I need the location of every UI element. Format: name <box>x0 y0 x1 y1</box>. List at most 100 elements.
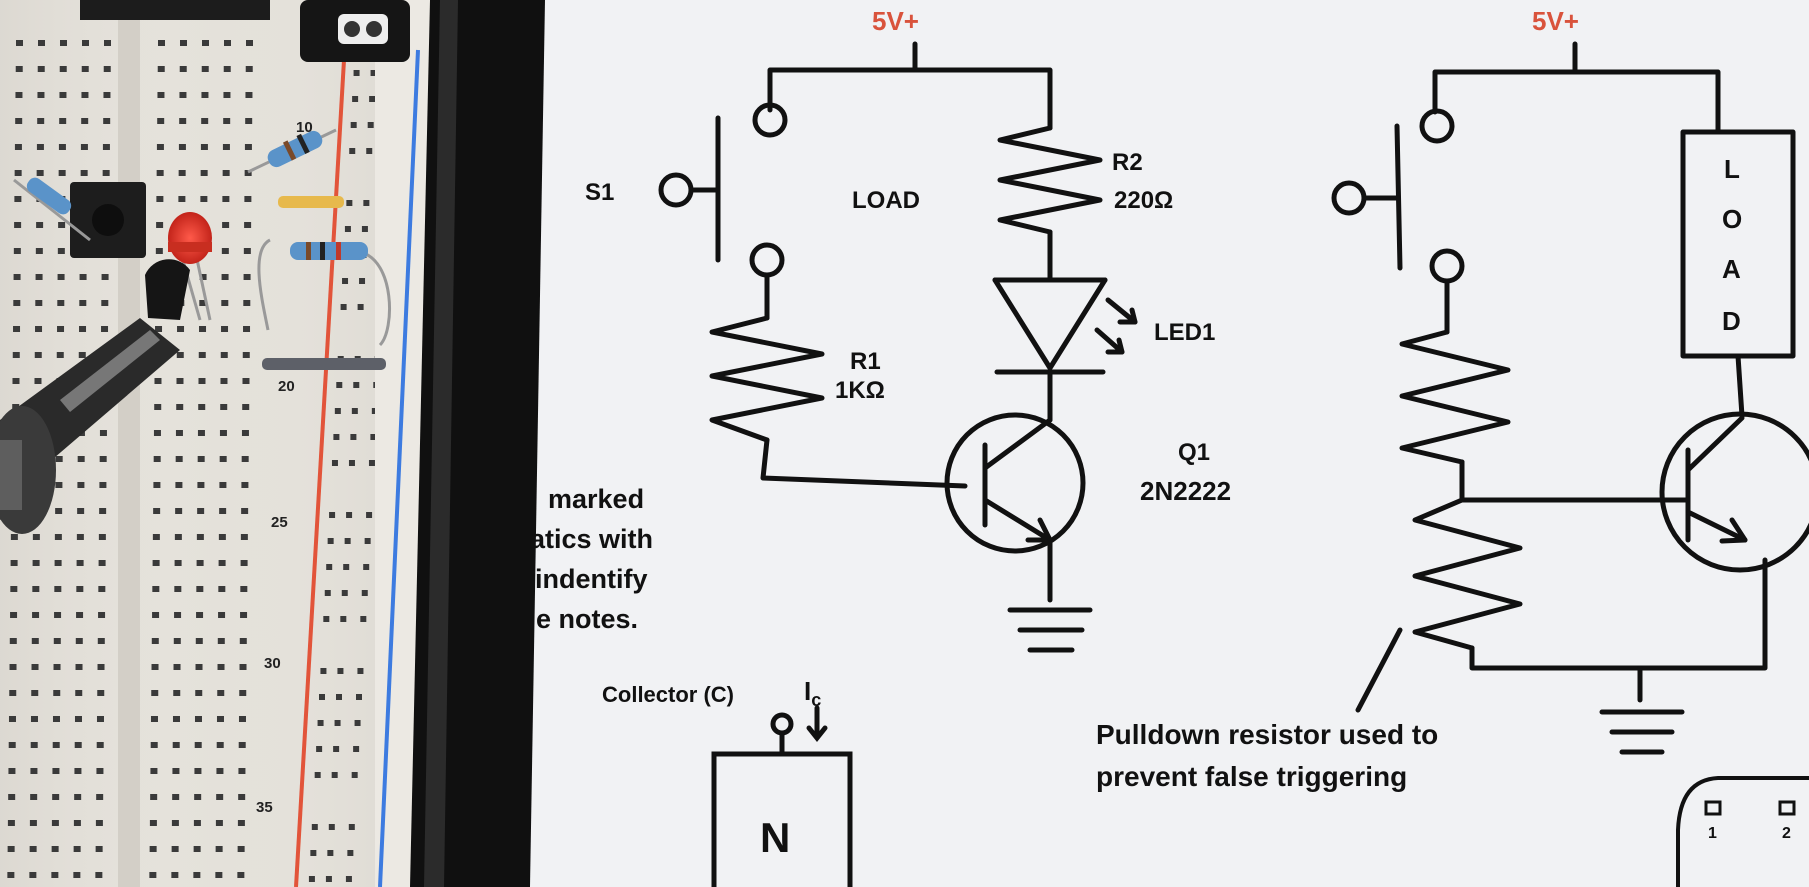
rail-hole <box>348 460 355 466</box>
breadboard-hole <box>222 144 230 150</box>
breadboard-hole <box>98 560 106 566</box>
breadboard-hole <box>77 482 85 488</box>
breadboard-hole <box>177 326 185 332</box>
breadboard-hole <box>197 482 205 488</box>
breadboard-hole <box>150 794 158 800</box>
probe <box>0 318 180 520</box>
breadboard-hole <box>99 430 107 436</box>
rail-hole <box>334 720 341 726</box>
breadboard-hole <box>30 742 38 748</box>
breadboard-hole <box>243 248 251 254</box>
breadboard-hole <box>15 118 23 124</box>
breadboard-hole <box>245 66 253 72</box>
breadboard-hole <box>10 534 18 540</box>
rail-hole <box>353 70 360 76</box>
rail-hole <box>333 746 340 752</box>
breadboard-hole <box>149 846 157 852</box>
breadboard-hole <box>99 456 107 462</box>
breadboard-hole <box>103 118 111 124</box>
breadboard-hole <box>244 170 252 176</box>
breadboard-hole <box>9 690 17 696</box>
breadboard-hole <box>153 508 161 514</box>
supply-label-right: 5V+ <box>1532 6 1579 36</box>
row-number-20: 20 <box>278 378 295 395</box>
breadboard-hole <box>38 40 45 46</box>
breadboard-hole <box>195 664 203 670</box>
breadboard-hole <box>220 404 228 410</box>
breadboard-hole <box>196 612 204 618</box>
breadboard-hole <box>217 664 225 670</box>
breadboard-hole <box>75 664 83 670</box>
breadboard-hole <box>240 612 248 618</box>
resistor-1 <box>26 177 72 215</box>
breadboard-hole <box>101 274 109 280</box>
breadboard-hole <box>36 222 44 228</box>
rail-hole <box>353 382 360 388</box>
breadboard-hole <box>219 430 227 436</box>
rail-hole <box>370 434 377 440</box>
rail-hole <box>346 200 353 206</box>
breadboard-hole <box>243 300 251 306</box>
breadboard-hole <box>218 534 226 540</box>
breadboard-hole <box>98 612 106 618</box>
breadboard-hole <box>74 716 82 722</box>
breadboard-hole <box>57 274 65 280</box>
breadboard-hole <box>8 716 16 722</box>
breadboard-hole <box>75 638 83 644</box>
breadboard-hole <box>74 794 82 800</box>
schematic-right: 5V+ <box>1331 6 1809 755</box>
top-rail-left <box>767 67 1053 118</box>
rail-hole <box>350 434 357 440</box>
breadboard-hole <box>241 430 249 436</box>
transistor-body <box>145 259 190 320</box>
breadboard-hole <box>151 690 159 696</box>
rail-hole <box>356 694 362 700</box>
breadboard-hole <box>175 456 183 462</box>
breadboard-hole <box>149 872 157 878</box>
breadboard-hole <box>241 456 249 462</box>
breadboard-hole <box>156 196 164 202</box>
breadboard-hole <box>199 274 207 280</box>
current-label-sub: c <box>811 690 821 710</box>
breadboard-hole <box>96 768 104 774</box>
r1-value: 1KΩ <box>835 377 885 404</box>
switch-label: S1 <box>585 179 614 206</box>
breadboard-hole <box>222 222 230 228</box>
margin-note: marked atics with indentify e notes. <box>530 484 653 634</box>
breadboard-hole <box>12 352 20 358</box>
breadboard-hole <box>77 456 85 462</box>
capacitor <box>278 196 344 208</box>
resistor-2 <box>267 130 323 168</box>
led-symbol <box>992 277 1108 371</box>
breadboard-hole <box>58 170 66 176</box>
schematic-left: 5V+ S1 R1 1KΩ LOAD R2 220Ω LED1 <box>585 6 1231 653</box>
breadboard-hole <box>150 716 158 722</box>
rail-hole <box>369 96 376 102</box>
load-label: LOAD <box>852 187 920 214</box>
rail-hole <box>334 408 341 414</box>
breadboard-hole <box>194 768 202 774</box>
rail-hole <box>370 70 377 76</box>
breadboard-hole <box>157 118 165 124</box>
center-channel <box>118 0 140 887</box>
breadboard-hole <box>220 352 228 358</box>
breadboard-hole <box>220 378 228 384</box>
breadboard-hole <box>194 716 202 722</box>
row-number-35: 35 <box>256 799 273 816</box>
breadboard-hole <box>103 66 111 72</box>
breadboard-hole <box>96 794 104 800</box>
rail-hole <box>329 512 336 518</box>
breadboard-hole <box>195 690 203 696</box>
breadboard-hole <box>151 638 159 644</box>
breadboard-hole <box>221 326 229 332</box>
breadboard-hole <box>55 508 63 514</box>
pin-2-label: 2 <box>1782 825 1791 842</box>
rail-hole <box>314 772 321 778</box>
breadboard-hole <box>221 274 229 280</box>
breadboard-hole <box>99 508 107 514</box>
breadboard-hole <box>7 820 15 826</box>
power-module <box>80 0 270 20</box>
rail-hole <box>326 564 333 570</box>
breadboard-hole <box>237 820 245 826</box>
breadboard-hole <box>79 274 87 280</box>
